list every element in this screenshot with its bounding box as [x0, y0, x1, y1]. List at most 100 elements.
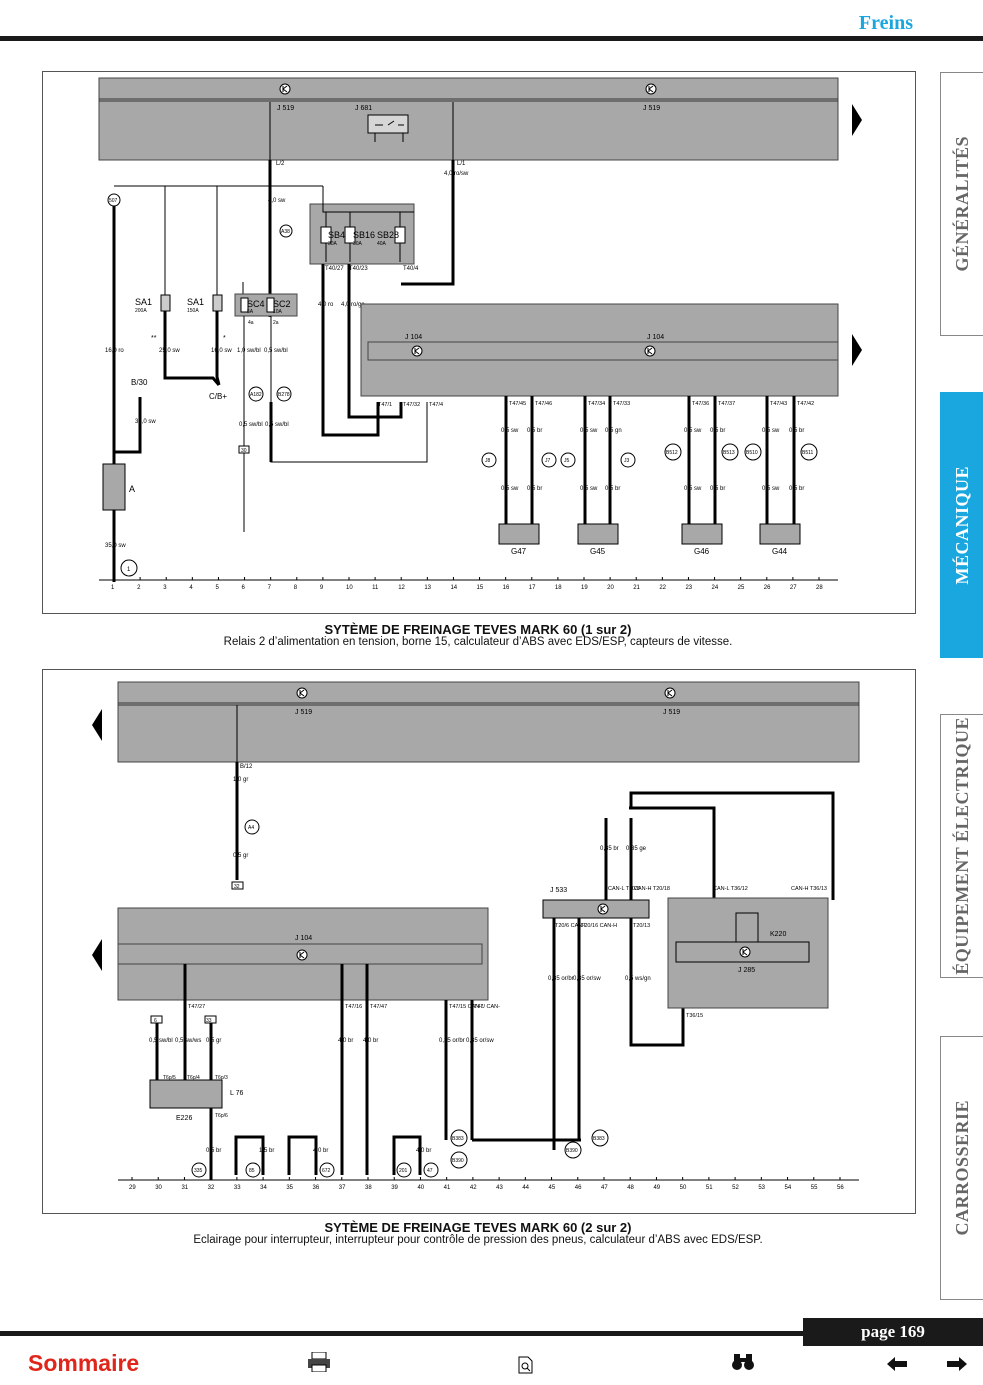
label-j533: J 533: [550, 887, 567, 894]
wire-label: 0,35 or/sw: [573, 976, 601, 982]
scale-label: 54: [785, 1185, 792, 1191]
wire-label: 4,0 sw: [268, 198, 286, 204]
arrow-forward-icon[interactable]: [947, 1357, 967, 1371]
pin: CAN-L T20/8: [608, 886, 640, 892]
wire-label: 4,0 br: [416, 1148, 431, 1154]
pin: T47/37: [718, 401, 735, 407]
ground-672: 672: [322, 1168, 331, 1174]
wire-label: 4,0 ro: [318, 302, 334, 308]
scale-label: 2: [137, 585, 141, 591]
scale-label: 25: [738, 585, 745, 591]
scale-label: 44: [522, 1185, 529, 1191]
sommaire-link[interactable]: Sommaire: [28, 1350, 140, 1376]
ground-1: 1: [127, 567, 131, 573]
fuse-sb28-rating: 40A: [377, 241, 387, 247]
fuse-sb16-rating: 30A: [353, 241, 363, 247]
ground-47: 47: [427, 1168, 433, 1174]
scale-label: 8: [294, 585, 298, 591]
control-unit-icon: [644, 345, 656, 357]
wire-label: 35,0 sw: [105, 543, 126, 549]
pin: T47/45: [509, 401, 526, 407]
binoculars-icon[interactable]: [731, 1352, 755, 1372]
scale-label: 22: [659, 585, 666, 591]
label-j104: J 104: [295, 935, 312, 942]
wire-label: 4,0 ro/ge: [341, 302, 365, 308]
splice-b511: B511: [802, 450, 814, 456]
scale-label: 32: [208, 1185, 215, 1191]
ref-box-6: 6: [154, 1018, 157, 1024]
arrow-right-icon: [852, 104, 862, 136]
scale-label: 4: [189, 585, 193, 591]
note-mark: *: [223, 335, 226, 342]
scale-label: 28: [816, 585, 823, 591]
ground-335: 335: [194, 1168, 203, 1174]
fuse-sb16: SB16: [353, 230, 375, 240]
tab-generalites[interactable]: GÉNÉRALITÉS: [940, 72, 983, 336]
pin-b12: B/12: [240, 764, 253, 770]
sensor-group-1: [504, 396, 796, 527]
label-j285: J 285: [738, 967, 755, 974]
label-j104: J 104: [405, 334, 422, 341]
fuse-rating: 150A: [187, 308, 199, 314]
splice-j8: J8: [485, 458, 491, 464]
pin: T20/6 CAN-L: [555, 923, 587, 929]
pin: T47/36: [692, 401, 709, 407]
scale-label: 55: [811, 1185, 818, 1191]
lamp-l76: L 76: [230, 1090, 243, 1097]
splice-a4: A4: [248, 825, 254, 831]
document-search-icon[interactable]: [518, 1356, 534, 1374]
scale-label: 48: [627, 1185, 634, 1191]
label-j681: J 681: [355, 105, 372, 112]
top-rule: [0, 36, 983, 41]
pin-t40-27: T40/27: [325, 266, 344, 272]
splice-a38: A38: [281, 229, 290, 235]
scale-label: 33: [234, 1185, 241, 1191]
scale-label: 17: [529, 585, 536, 591]
wire-label: 0,5 sw/bl: [264, 348, 288, 354]
wire-label: 0,5 br: [789, 428, 804, 434]
wire-label: 0,5 sw/bl: [265, 422, 289, 428]
scale-label: 21: [633, 585, 640, 591]
splice-b383-2: B383: [593, 1136, 605, 1142]
control-unit-icon: [645, 83, 657, 95]
ref-box-32: 32: [234, 884, 240, 890]
sensor-g47: G47: [511, 547, 527, 556]
scale-label: 26: [764, 585, 771, 591]
arrow-back-icon[interactable]: [887, 1357, 907, 1371]
tab-equipement-electrique[interactable]: ÉQUIPEMENT ÉLECTRIQUE: [940, 714, 983, 978]
pin: T47/27: [188, 1004, 205, 1010]
scale-label: 40: [417, 1185, 424, 1191]
wiring-diagram-1: J 519 J 519 J 681 L/2 L/1 4,0 sw 4,0 ro/…: [42, 71, 916, 614]
wire-label: 4,0 br: [313, 1148, 328, 1154]
scale-label: 10: [346, 585, 353, 591]
wire-label: 0,5 gr: [206, 1038, 221, 1044]
fuse-sb4: SB4: [328, 230, 345, 240]
wire-label: 0,5 gn: [605, 428, 622, 434]
tab-carrosserie[interactable]: CARROSSERIE: [940, 1036, 983, 1300]
tab-mecanique[interactable]: MÉCANIQUE: [940, 392, 983, 658]
wire-label: 0,5 br: [206, 1148, 221, 1154]
scale-label: 41: [444, 1185, 451, 1191]
scale-label: 52: [732, 1185, 739, 1191]
pin: T47/16: [345, 1004, 362, 1010]
scale-label: 11: [372, 585, 379, 591]
wire-label: 4,0 br: [363, 1038, 378, 1044]
caption-1: SYTÈME DE FREINAGE TEVES MARK 60 (1 sur …: [42, 623, 914, 649]
scale-label: 36: [313, 1185, 320, 1191]
scale-label: 35: [286, 1185, 293, 1191]
splice-b510: B510: [746, 450, 758, 456]
scale-label: 1: [111, 585, 115, 591]
pin: T36/15: [686, 1013, 703, 1019]
sensor-g44: G44: [772, 547, 788, 556]
print-icon[interactable]: [308, 1352, 330, 1372]
pin: T47/ CAN-: [474, 1004, 500, 1010]
wire-label: 0,35 or/br: [439, 1038, 465, 1044]
splice-j3: J3: [624, 458, 630, 464]
battery-a: A: [129, 484, 135, 494]
splice-j5: J5: [564, 458, 570, 464]
wire-label: 0,5 br: [527, 428, 542, 434]
caption-title: SYTÈME DE FREINAGE TEVES MARK 60 (1 sur …: [324, 622, 632, 637]
section-title: Freins: [858, 12, 913, 34]
wire-label: 0,5 sw: [684, 428, 702, 434]
